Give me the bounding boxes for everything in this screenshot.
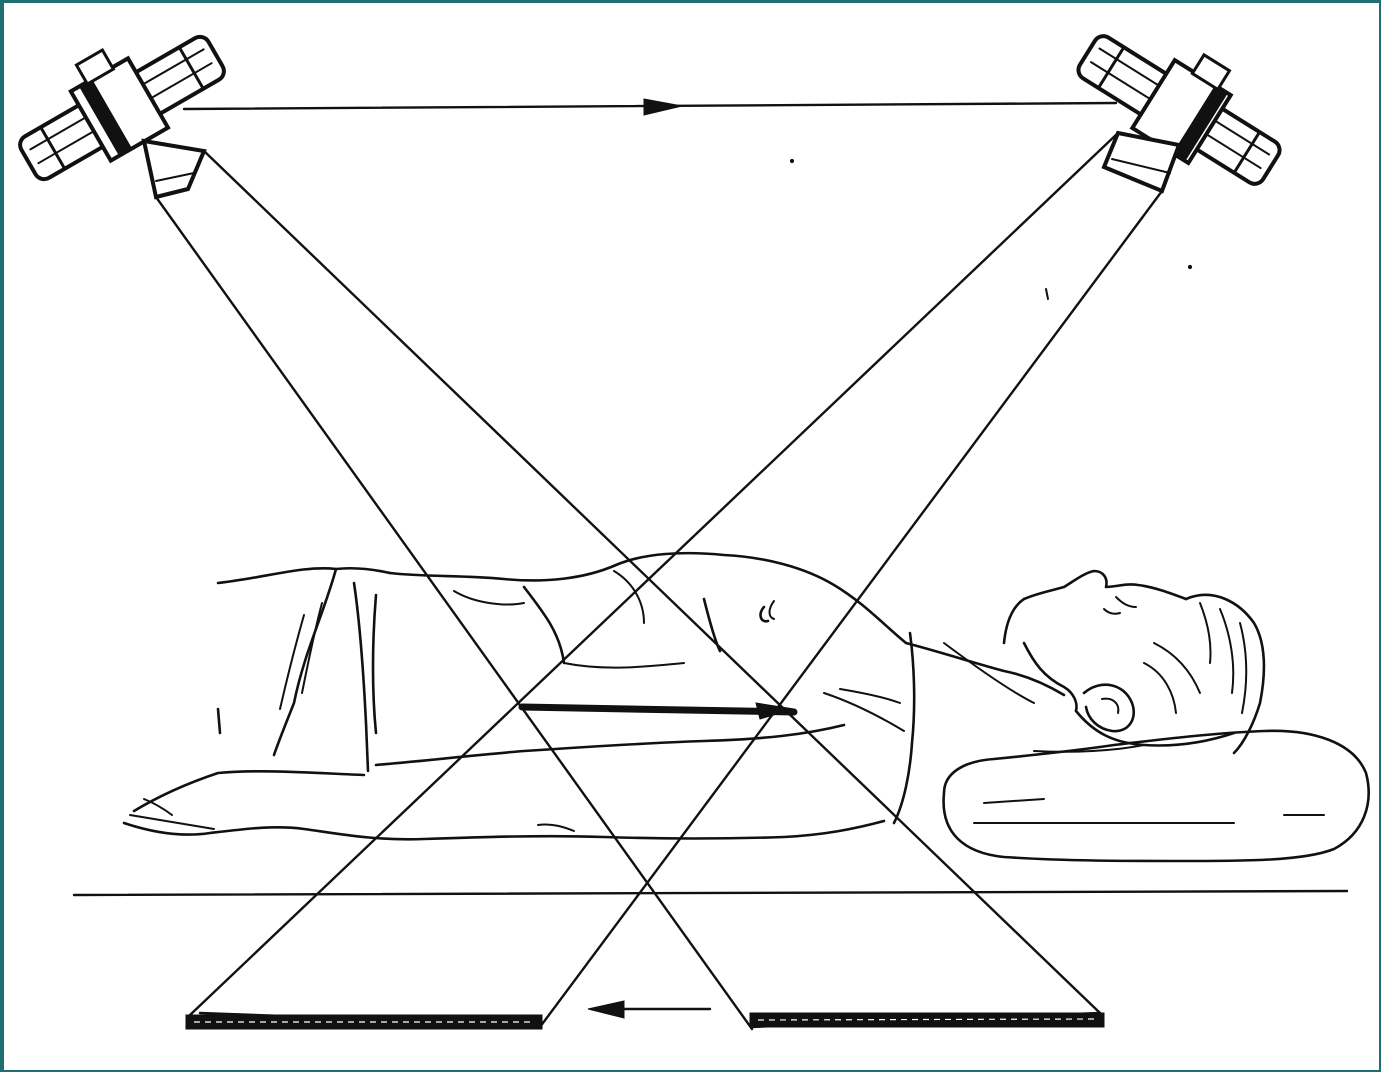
- table-line: [74, 891, 1347, 895]
- x-ray-tube-left-icon: [4, 3, 236, 197]
- tomography-illustration: [4, 3, 1379, 1070]
- tube-motion-arrow-icon: [184, 99, 1116, 115]
- speck: [790, 159, 793, 162]
- pillow: [944, 731, 1369, 861]
- film-cassette-right: [750, 1013, 1104, 1027]
- speck: [1188, 265, 1191, 268]
- focal-plane: [522, 703, 794, 719]
- film-cassette-left: [186, 1015, 542, 1029]
- patient-figure: [124, 553, 1264, 839]
- speck: [1046, 289, 1048, 299]
- film-motion-arrow-icon: [588, 1001, 710, 1018]
